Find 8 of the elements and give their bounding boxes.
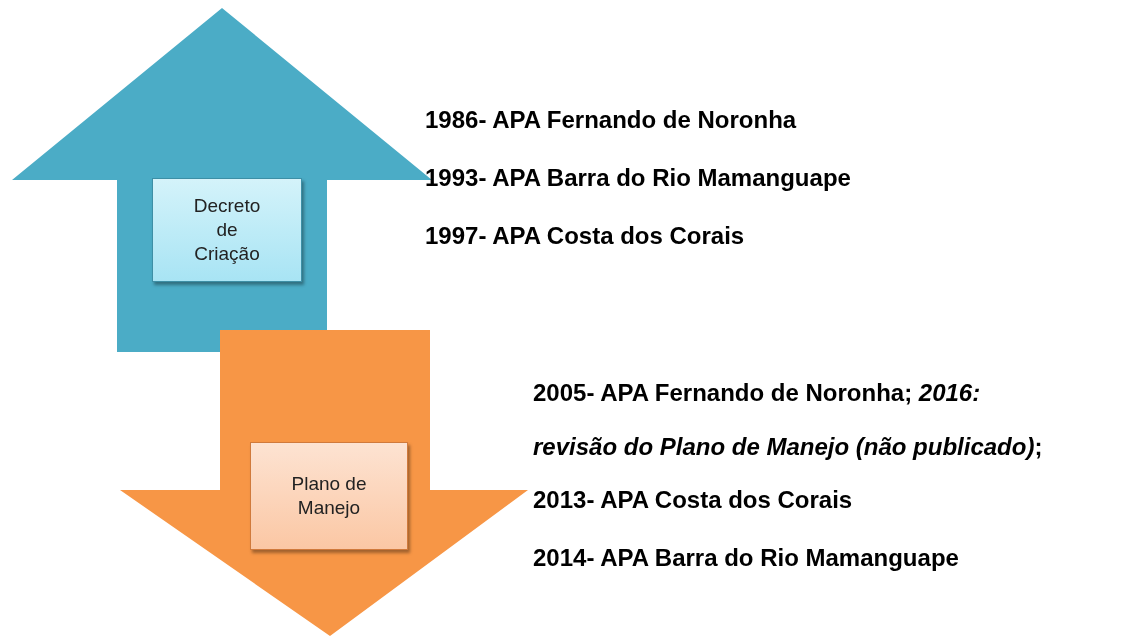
timeline-entry: 2005- APA Fernando de Noronha; 2016: revisão do Plano de Manejo (não publicado);	[533, 378, 1044, 462]
timeline-entry: 1993- APA Barra do Rio Mamanguape	[425, 164, 851, 192]
process-box: Plano de Manejo	[250, 442, 408, 550]
timeline-entry: 1986- APA Fernando de Noronha	[425, 106, 797, 134]
timeline-entry: 2013- APA Costa dos Corais	[533, 486, 853, 514]
process-box: Decreto de Criação	[152, 178, 302, 282]
timeline-entry: 2014- APA Barra do Rio Mamanguape	[533, 544, 959, 572]
timeline-entry: 1997- APA Costa dos Corais	[425, 222, 745, 250]
